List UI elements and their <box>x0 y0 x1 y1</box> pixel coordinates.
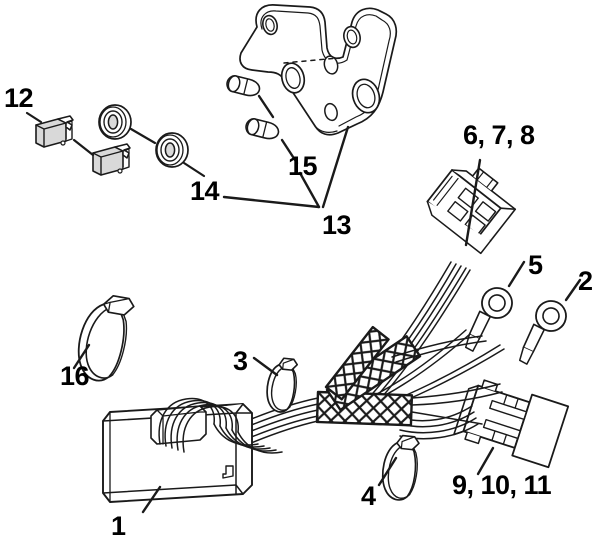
upper-connector-part <box>426 158 517 255</box>
control-module-part <box>102 403 253 503</box>
bullet-plug-part <box>226 75 299 165</box>
cable-tie-small-lower-part <box>377 434 420 501</box>
harness-wires-lower-right <box>411 383 503 425</box>
callout-4: 4 <box>361 481 376 511</box>
braided-conduit-part <box>315 325 422 427</box>
callout-5: 5 <box>528 250 543 280</box>
callout-2: 2 <box>578 266 593 296</box>
leader-13 <box>222 125 350 209</box>
callout-3: 3 <box>233 346 248 376</box>
callout-15: 15 <box>288 151 318 181</box>
callout-14: 14 <box>190 176 220 206</box>
ring-terminals-part <box>358 260 582 417</box>
callout-1: 1 <box>111 511 126 541</box>
callout-12: 12 <box>4 83 34 113</box>
lower-connector-part <box>399 379 570 476</box>
harness-wires-upper-right <box>391 335 487 363</box>
rubber-grommet-part <box>98 104 206 178</box>
callout-16: 16 <box>60 361 90 391</box>
module-wire-loops <box>158 397 283 454</box>
retaining-clip-part <box>25 111 131 176</box>
callout-6-7-8: 6, 7, 8 <box>463 120 535 150</box>
cable-tie-small-upper-part <box>252 356 299 413</box>
cable-tie-large-part <box>72 294 135 382</box>
mounting-bracket-part <box>239 4 398 136</box>
callout-9-10-11: 9, 10, 11 <box>452 470 552 500</box>
callout-13: 13 <box>322 210 352 240</box>
